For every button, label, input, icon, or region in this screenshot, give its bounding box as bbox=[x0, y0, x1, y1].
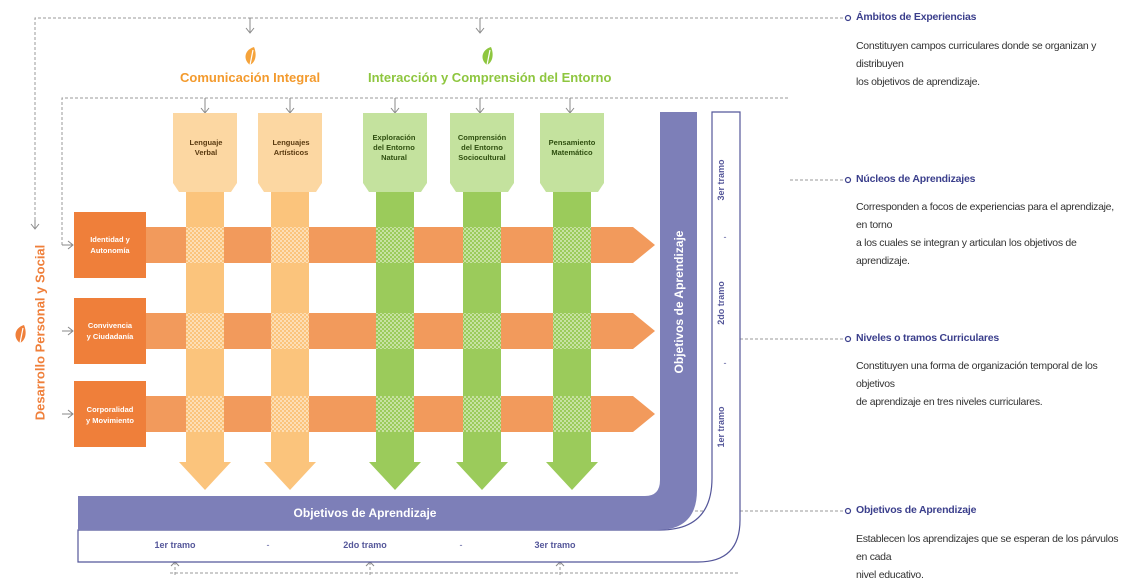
label-line: del Entorno bbox=[461, 143, 503, 152]
ambito-title-interaccion: Interacción y Comprensión del Entorno bbox=[368, 70, 612, 85]
weave-crossing bbox=[376, 227, 414, 263]
weave-crossing bbox=[553, 313, 591, 349]
label-line: Sociocultural bbox=[458, 153, 506, 162]
label-line: Lenguaje bbox=[189, 138, 223, 147]
circle-bullet-icon bbox=[844, 14, 852, 515]
objetivos-label-bottom: Objetivos de Aprendizaje bbox=[293, 506, 437, 520]
label-line: Pensamiento bbox=[548, 138, 596, 147]
label-line: Artísticos bbox=[273, 148, 309, 157]
tramo-right-3: 3er tramo bbox=[716, 159, 726, 201]
note-title-ambitos: Ámbitos de Experiencias bbox=[856, 11, 977, 23]
nucleo-label-lenguajes-artisticos: Lenguajes Artísticos bbox=[259, 138, 323, 158]
note-line: de aprendizaje en tres niveles curricula… bbox=[856, 396, 1043, 408]
nucleo-label-corporalidad: Corporalidad y Movimiento bbox=[76, 404, 144, 426]
note-title-nucleos: Núcleos de Aprendizajes bbox=[856, 173, 976, 185]
nucleo-label-exploracion: Exploración del Entorno Natural bbox=[362, 133, 426, 163]
label-line: Lenguajes bbox=[272, 138, 310, 147]
label-line: y Movimiento bbox=[86, 416, 134, 425]
weave-crossing bbox=[376, 396, 414, 432]
nucleo-label-lenguaje-verbal: Lenguaje Verbal bbox=[174, 138, 238, 158]
tramo-bottom-sep-1: - bbox=[266, 540, 270, 550]
weave-crossing bbox=[271, 313, 309, 349]
note-line: Constituyen una forma de organización te… bbox=[856, 360, 1098, 390]
note-line: Constituyen campos curriculares donde se… bbox=[856, 40, 1097, 70]
tramos-band bbox=[77, 111, 741, 563]
note-text-niveles: Constituyen una forma de organización te… bbox=[856, 357, 1121, 411]
label-line: Verbal bbox=[194, 148, 218, 157]
label-line: Comprensión bbox=[457, 133, 507, 142]
objetivos-label-vertical: Objetivos de Aprendizaje bbox=[672, 230, 686, 374]
nucleo-row-header bbox=[74, 298, 146, 364]
tramo-bottom-2: 2do tramo bbox=[343, 540, 387, 550]
note-line: los objetivos de aprendizaje. bbox=[856, 76, 980, 88]
nucleo-label-comprension: Comprensión del Entorno Sociocultural bbox=[450, 133, 514, 163]
weave-crossing bbox=[186, 313, 224, 349]
weave-crossing bbox=[186, 227, 224, 263]
leaf-icon bbox=[15, 325, 26, 344]
nucleo-label-convivencia: Convivencia y Ciudadanía bbox=[76, 320, 144, 342]
tramo-right-2: 2do tramo bbox=[716, 281, 726, 325]
label-line: del Entorno bbox=[373, 143, 415, 152]
label-line: y Ciudadanía bbox=[86, 332, 134, 341]
tramo-bottom-sep-2: - bbox=[459, 540, 463, 550]
tramo-bottom-3: 3er tramo bbox=[534, 540, 576, 550]
weave-crossing bbox=[553, 396, 591, 432]
label-line: Matemático bbox=[551, 148, 593, 157]
tramo-right-sep-1: - bbox=[723, 232, 727, 242]
weave-crossing bbox=[463, 313, 501, 349]
weave-crossing bbox=[271, 396, 309, 432]
leaf-icon bbox=[245, 47, 256, 66]
tramo-right-sep-2: - bbox=[723, 358, 727, 368]
nucleo-label-identidad: Identidad y Autonomía bbox=[76, 234, 144, 256]
note-line: Establecen los aprendizajes que se esper… bbox=[856, 533, 1119, 563]
note-title-niveles: Niveles o tramos Curriculares bbox=[856, 332, 1000, 344]
nucleo-column-header bbox=[173, 113, 237, 192]
tramo-bottom-1: 1er tramo bbox=[154, 540, 196, 550]
nucleo-row-header bbox=[74, 212, 146, 278]
nucleo-column-header bbox=[363, 113, 427, 192]
weave-crossing bbox=[553, 227, 591, 263]
nucleo-column-header bbox=[258, 113, 322, 192]
note-title-objetivos: Objetivos de Aprendizaje bbox=[856, 504, 977, 516]
note-line: a los cuales se integran y articulan los… bbox=[856, 237, 1077, 267]
label-line: Convivencia bbox=[87, 321, 133, 330]
note-text-nucleos: Corresponden a focos de experiencias par… bbox=[856, 198, 1121, 270]
leaf-icon bbox=[482, 47, 493, 66]
weave-crossing bbox=[376, 313, 414, 349]
ambito-title-desarrollo: Desarrollo Personal y Social bbox=[32, 244, 48, 421]
note-line: Corresponden a focos de experiencias par… bbox=[856, 201, 1114, 231]
nucleo-label-pensamiento: Pensamiento Matemático bbox=[540, 138, 604, 158]
nucleo-column-header bbox=[450, 113, 514, 192]
label-line: Natural bbox=[381, 153, 407, 162]
label-line: Corporalidad bbox=[86, 405, 134, 414]
ambito-title-comunicacion: Comunicación Integral bbox=[180, 70, 321, 85]
note-line: nivel educativo. bbox=[856, 569, 924, 581]
weave-crossing bbox=[463, 227, 501, 263]
note-text-objetivos: Establecen los aprendizajes que se esper… bbox=[856, 530, 1121, 584]
weave-crossing bbox=[186, 396, 224, 432]
nucleo-column-header bbox=[540, 113, 604, 192]
label-line: Identidad y bbox=[90, 235, 130, 244]
weave-crossing bbox=[463, 396, 501, 432]
label-line: Autonomía bbox=[90, 246, 130, 255]
label-line: Exploración bbox=[372, 133, 416, 142]
tramo-right-1: 1er tramo bbox=[716, 406, 726, 448]
weave-crossing bbox=[271, 227, 309, 263]
note-text-ambitos: Constituyen campos curriculares donde se… bbox=[856, 37, 1121, 91]
nucleo-row-header bbox=[74, 381, 146, 447]
